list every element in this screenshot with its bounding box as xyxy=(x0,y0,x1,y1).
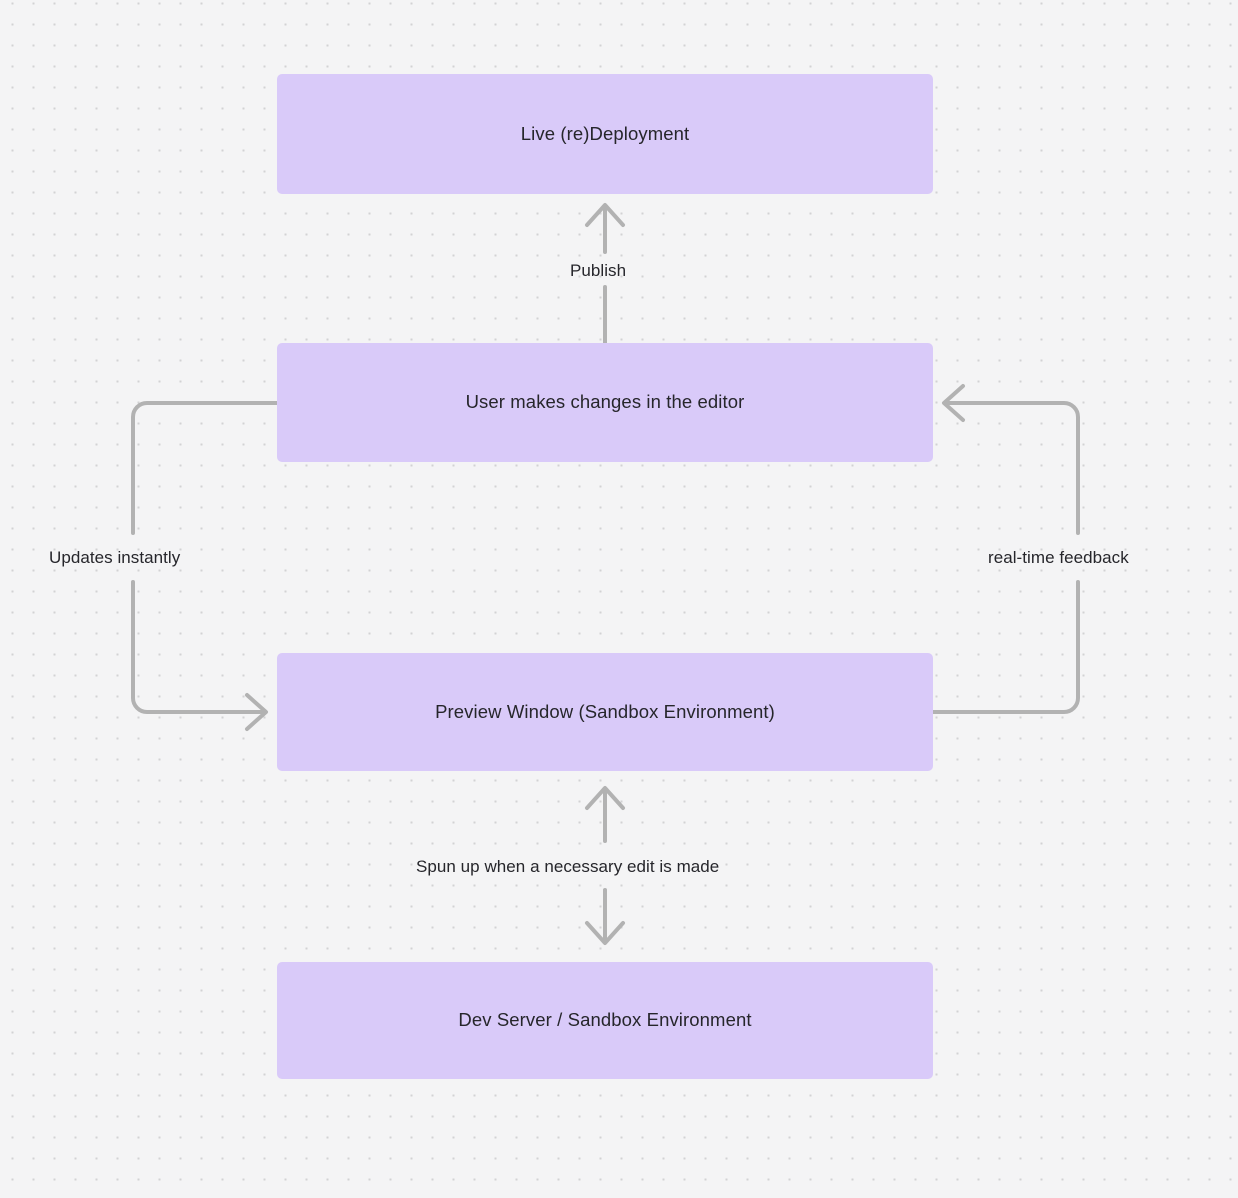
edge-updates-instantly-lower xyxy=(131,580,264,714)
edge-label-spun-up: Spun up when a necessary edit is made xyxy=(416,857,720,876)
edge-updates-instantly-arrowhead xyxy=(245,693,268,731)
edge-publish-arrowhead xyxy=(585,203,625,227)
edge-real-time-feedback-arrowhead xyxy=(942,384,965,422)
node-label-preview-window: Preview Window (Sandbox Environment) xyxy=(435,700,775,722)
edge-real-time-feedback-upper xyxy=(946,401,1080,535)
edge-label-publish: Publish xyxy=(570,261,627,280)
node-live-redeployment[interactable]: Live (re)Deployment xyxy=(277,74,933,194)
edge-real-time-feedback-lower xyxy=(931,580,1080,714)
edge-updates-instantly-upper xyxy=(131,401,279,535)
node-user-makes-changes[interactable]: User makes changes in the editor xyxy=(277,343,933,462)
node-preview-window[interactable]: Preview Window (Sandbox Environment) xyxy=(277,653,933,771)
node-label-dev-server: Dev Server / Sandbox Environment xyxy=(458,1009,752,1031)
edge-label-updates-instantly: Updates instantly xyxy=(49,548,181,567)
node-label-live-redeployment: Live (re)Deployment xyxy=(520,122,690,144)
node-dev-server[interactable]: Dev Server / Sandbox Environment xyxy=(277,962,933,1079)
edge-spun-up-down-arrowhead xyxy=(585,921,625,945)
edge-label-real-time-feedback: real-time feedback xyxy=(988,548,1129,567)
edge-spun-up-up-arrowhead xyxy=(585,786,625,810)
node-label-user-makes-changes: User makes changes in the editor xyxy=(465,391,745,413)
